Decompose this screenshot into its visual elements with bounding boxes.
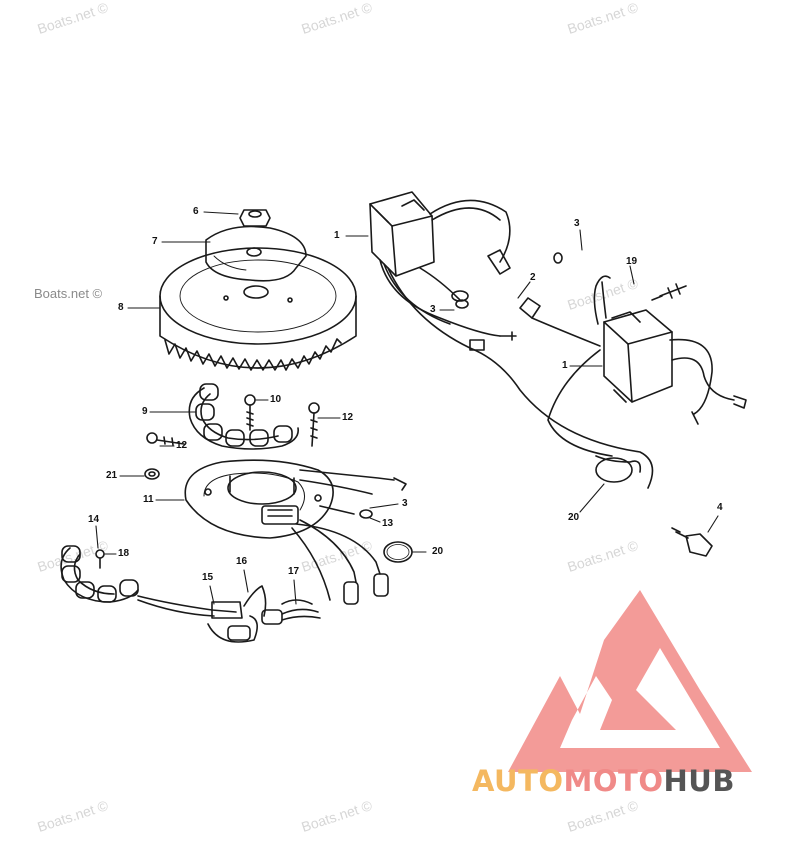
callout-label: 20 (432, 546, 444, 557)
automotohub-logo-text: AUTOMOTOHUB (472, 764, 735, 798)
trigger-lead-part (137, 585, 321, 643)
callout-label: 6 (193, 206, 199, 217)
callout-label: 20 (568, 512, 580, 523)
switch-box-part (603, 309, 673, 403)
callout-label: 10 (270, 394, 282, 405)
callout-label: 8 (118, 302, 124, 313)
wire-harness-part (379, 199, 747, 489)
stator-coil-part (188, 383, 299, 450)
callout-label: 3 (574, 218, 580, 229)
callout-label: 15 (202, 572, 214, 583)
stator-wire-part (291, 469, 407, 605)
switch-box-part (369, 191, 435, 277)
callout-label: 1 (334, 230, 340, 241)
callout-label: 9 (142, 406, 148, 417)
callout-label: 12 (176, 440, 188, 451)
callout-label: 14 (88, 514, 100, 525)
screw-part (146, 394, 320, 447)
leader-lines (95, 211, 719, 605)
callout-label: 3 (402, 498, 408, 509)
callout-label: 21 (106, 470, 118, 481)
logo-text-auto: AUTO (472, 764, 564, 798)
logo-triangle-icon (508, 590, 752, 772)
callout-label: 4 (717, 502, 723, 513)
callout-label: 12 (342, 412, 354, 423)
callout-label: 3 (430, 304, 436, 315)
nut-part (239, 209, 271, 227)
logo-text-moto: MOTO (563, 764, 664, 798)
callout-label: 1 (562, 360, 568, 371)
watermark: Boats.net © (34, 286, 103, 301)
lock-nut-part (144, 468, 160, 480)
spark-plug-part (671, 527, 713, 557)
callout-label: 11 (143, 494, 154, 505)
callout-label: 16 (236, 556, 248, 567)
callout-label: 2 (530, 272, 536, 283)
callout-label: 19 (626, 256, 638, 267)
logo-text-hub: HUB (663, 764, 735, 798)
callout-label: 7 (152, 236, 158, 247)
callout-label: 18 (118, 548, 130, 559)
callout-label: 17 (288, 566, 300, 577)
callout-label: 13 (382, 518, 394, 529)
